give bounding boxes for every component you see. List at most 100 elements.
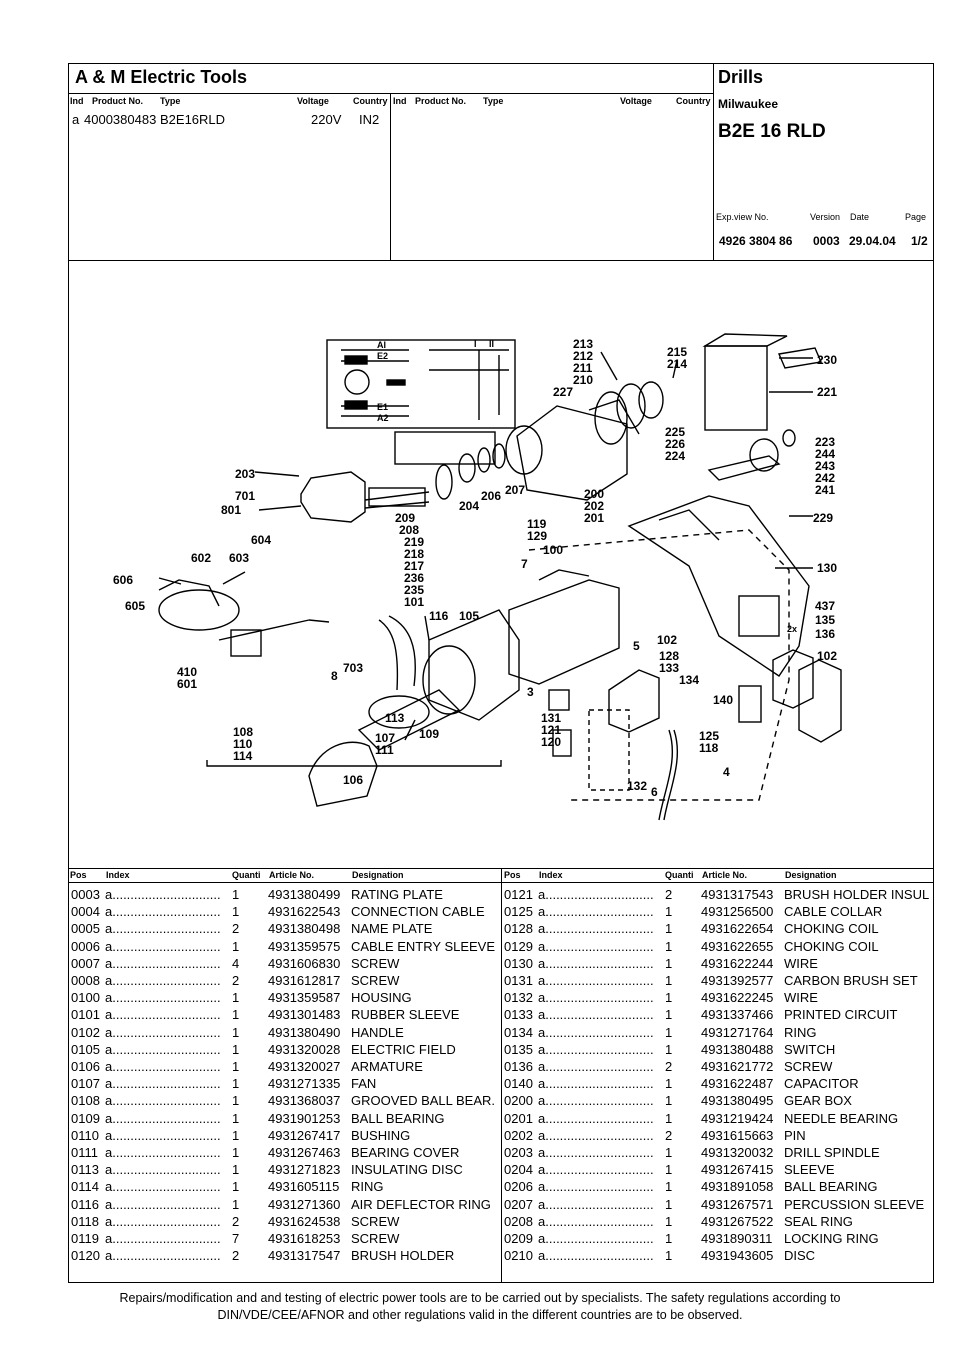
svg-text:100: 100 (543, 543, 563, 557)
cell-qty: 1 (665, 1093, 673, 1109)
cell-designation: AIR DEFLECTOR RING (351, 1196, 491, 1212)
cell-index: a.............................. (538, 990, 654, 1006)
cell-designation: BUSHING (351, 1127, 411, 1143)
svg-text:209: 209 (395, 511, 415, 525)
cell-index: a.............................. (538, 1248, 654, 1264)
cell-article: 4931267415 (701, 1162, 774, 1178)
safety-notice-line: DIN/VDE/CEE/AFNOR and other regulations … (217, 1308, 743, 1322)
cell-designation: CABLE COLLAR (784, 904, 883, 920)
cell-index: a.............................. (105, 1093, 221, 1109)
table-header-article-2: Article No. (702, 870, 748, 880)
cell-designation: LOCKING RING (784, 1231, 879, 1246)
parts-sheet: A & M Electric Tools Ind Product No. Typ… (68, 63, 934, 1283)
table-header-qty-2: Quanti (665, 870, 694, 880)
table-header-pos-2: Pos (504, 870, 521, 880)
svg-text:108: 108 (233, 725, 253, 739)
cell-pos: 0003 (71, 887, 100, 902)
svg-text:E1: E1 (377, 402, 388, 412)
cell-pos: 0131 (504, 973, 533, 988)
svg-text:133: 133 (659, 661, 679, 675)
svg-text:132: 132 (627, 779, 647, 793)
product-type: B2E16RLD (160, 112, 226, 127)
cell-index: a.............................. (538, 1179, 654, 1195)
cell-designation: RATING PLATE (351, 887, 443, 902)
table-header-index: Index (106, 870, 130, 880)
svg-text:8: 8 (331, 669, 338, 683)
brand-name: Milwaukee (718, 97, 779, 111)
cell-designation: BALL BEARING (784, 1179, 878, 1195)
cell-designation: ARMATURE (351, 1059, 423, 1074)
divider (390, 94, 391, 260)
cell-index: a.............................. (538, 1110, 654, 1126)
cell-designation: BRUSH HOLDER INSUL (784, 887, 930, 902)
table-header-qty: Quanti (232, 870, 261, 880)
cell-index: a.............................. (105, 1231, 221, 1246)
cell-index: a.............................. (105, 973, 221, 988)
col-ind-2: Ind (393, 96, 407, 106)
date-value: 29.04.04 (849, 234, 896, 248)
svg-text:125: 125 (699, 729, 719, 743)
col-voltage-2: Voltage (620, 96, 652, 106)
cell-article: 4931267522 (701, 1213, 774, 1229)
cell-qty: 1 (665, 1196, 673, 1212)
cell-index: a.............................. (105, 990, 221, 1006)
cell-article: 4931380498 (268, 921, 341, 937)
svg-text:219: 219 (404, 535, 424, 549)
cell-article: 4931301483 (268, 1007, 341, 1023)
cell-designation: PERCUSSION SLEEVE (784, 1196, 925, 1212)
product-ind: a (72, 112, 80, 127)
cell-qty: 1 (232, 1145, 240, 1160)
table-header-designation: Designation (352, 870, 404, 880)
wiring-schematic-frame (326, 339, 516, 429)
cell-index: a.............................. (105, 1145, 221, 1160)
cell-pos: 0006 (71, 938, 100, 954)
cell-index: a.............................. (538, 1127, 654, 1143)
cell-pos: 0101 (71, 1007, 100, 1023)
cell-article: 4931267417 (268, 1127, 341, 1143)
cell-qty: 1 (232, 904, 240, 920)
svg-text:437: 437 (815, 599, 835, 613)
cell-designation: BALL BEARING (351, 1110, 445, 1126)
svg-text:102: 102 (817, 649, 837, 663)
cell-article: 4931359587 (268, 990, 341, 1006)
cell-index: a.............................. (105, 1041, 221, 1057)
cell-index: a.............................. (105, 1059, 221, 1074)
cell-article: 4931380490 (268, 1024, 341, 1040)
cell-pos: 0114 (71, 1179, 99, 1195)
cell-index: a.............................. (105, 938, 221, 954)
cell-designation: SCREW (351, 973, 400, 988)
cell-qty: 1 (665, 1213, 673, 1229)
cell-article: 4931622244 (701, 955, 774, 971)
cell-designation: DRILL SPINDLE (784, 1145, 880, 1160)
cell-article: 4931622655 (701, 938, 774, 954)
cell-pos: 0132 (504, 990, 533, 1006)
cell-designation: CHOKING COIL (784, 938, 879, 954)
cell-index: a.............................. (538, 1059, 654, 1074)
cell-qty: 1 (232, 990, 240, 1006)
svg-text:136: 136 (815, 627, 835, 641)
cell-article: 4931622543 (268, 904, 341, 920)
cell-index: a.............................. (105, 904, 221, 920)
expview-number: 4926 3804 86 (719, 234, 793, 248)
svg-text:605: 605 (125, 599, 145, 613)
cell-qty: 1 (232, 1162, 240, 1178)
cell-index: a.............................. (538, 973, 654, 988)
cell-pos: 0201 (504, 1110, 533, 1126)
cell-qty: 1 (232, 887, 240, 902)
cell-qty: 1 (665, 1007, 673, 1023)
cell-designation: BEARING COVER (351, 1145, 460, 1160)
svg-text:131: 131 (541, 711, 561, 725)
model-title: B2E 16 RLD (718, 121, 826, 142)
svg-text:244: 244 (815, 447, 835, 461)
cell-qty: 1 (665, 955, 673, 971)
svg-text:221: 221 (817, 385, 837, 399)
cell-article: 4931271335 (268, 1076, 341, 1092)
